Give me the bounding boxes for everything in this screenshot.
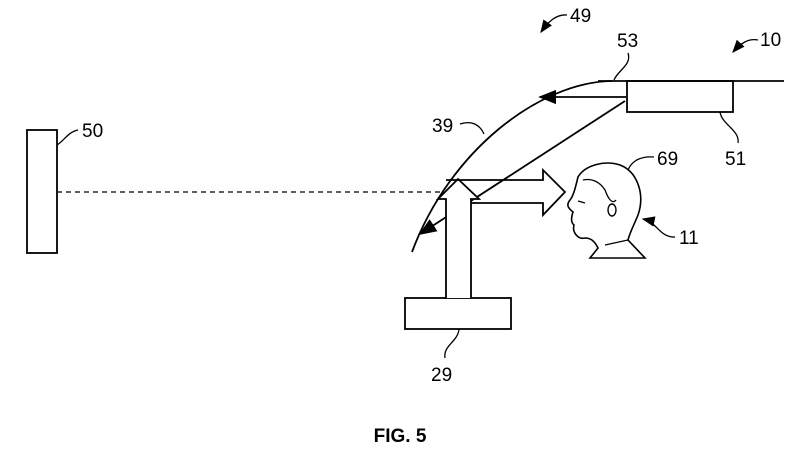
arrow-10: [732, 38, 759, 53]
leader-39: [459, 121, 485, 135]
label-69: 69: [657, 149, 678, 170]
label-53: 53: [617, 31, 638, 52]
leader-69: [627, 156, 655, 171]
figure-caption: FIG. 5: [374, 426, 427, 447]
projector-box: [626, 80, 734, 113]
image-beam-arrow: [446, 167, 567, 218]
arrow-11: [641, 216, 676, 238]
arrow-49: [540, 14, 568, 34]
display-box: [26, 129, 58, 254]
label-39: 39: [432, 116, 453, 137]
label-50: 50: [82, 121, 103, 142]
vertical-beam: [435, 177, 482, 298]
source-box: [404, 297, 512, 330]
label-49: 49: [570, 6, 591, 27]
label-10: 10: [760, 30, 781, 51]
leader-51: [719, 111, 739, 144]
leader-50: [56, 129, 79, 146]
leader-29: [444, 328, 460, 359]
leader-53: [613, 52, 630, 81]
label-51: 51: [725, 149, 746, 170]
label-11: 11: [679, 228, 699, 249]
viewer-head: [567, 162, 647, 259]
windshield-curve: [411, 80, 613, 253]
label-29: 29: [431, 365, 452, 386]
